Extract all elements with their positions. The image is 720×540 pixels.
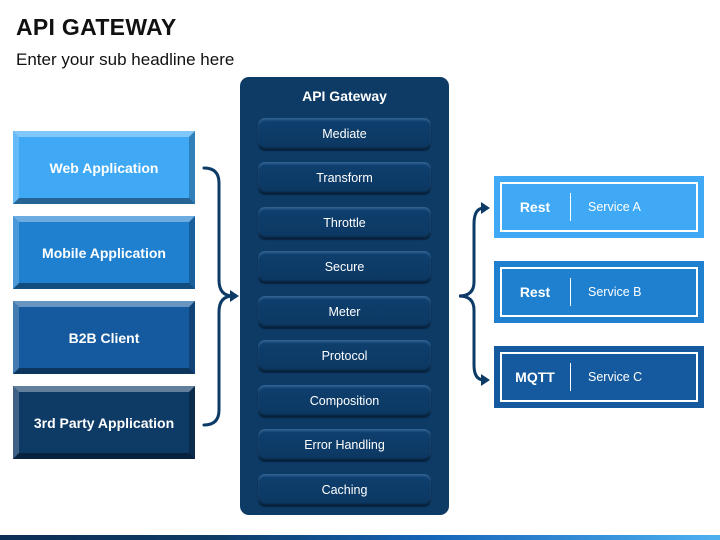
service-frame: Rest Service A (500, 182, 698, 232)
service-name: Service B (588, 285, 642, 299)
page-subtitle: Enter your sub headline here (16, 50, 235, 69)
right-arrowhead-bottom-icon (481, 374, 490, 386)
gateway-item-secure: Secure (258, 251, 431, 283)
client-label: Mobile Application (42, 244, 166, 261)
client-web-application: Web Application (13, 131, 195, 204)
service-divider (570, 278, 571, 306)
service-b: Rest Service B (494, 261, 704, 323)
gateway-title: API Gateway (302, 88, 387, 104)
client-label: Web Application (49, 159, 159, 176)
left-brace (202, 166, 234, 427)
service-name: Service A (588, 200, 641, 214)
footer-accent-bar (0, 535, 720, 540)
page-title: API GATEWAY (16, 14, 177, 40)
service-frame: Rest Service B (500, 267, 698, 317)
gateway-item-mediate: Mediate (258, 118, 431, 150)
client-third-party-application: 3rd Party Application (13, 386, 195, 459)
right-brace (458, 206, 486, 382)
service-protocol: MQTT (515, 369, 555, 385)
service-protocol: Rest (519, 284, 551, 300)
service-name: Service C (588, 370, 643, 384)
gateway-item-transform: Transform (258, 162, 431, 194)
client-b2b: B2B Client (13, 301, 195, 374)
service-divider (570, 363, 571, 391)
gateway-item-throttle: Throttle (258, 207, 431, 239)
gateway-item-error-handling: Error Handling (258, 429, 431, 461)
right-arrowhead-top-icon (481, 202, 490, 214)
left-arrowhead-icon (230, 290, 239, 302)
service-protocol: Rest (519, 199, 551, 215)
gateway-item-composition: Composition (258, 385, 431, 417)
gateway-item-meter: Meter (258, 296, 431, 328)
service-c: MQTT Service C (494, 346, 704, 408)
gateway-item-protocol: Protocol (258, 340, 431, 372)
client-mobile-application: Mobile Application (13, 216, 195, 289)
service-a: Rest Service A (494, 176, 704, 238)
client-label: B2B Client (68, 329, 140, 346)
gateway-item-caching: Caching (258, 474, 431, 506)
service-divider (570, 193, 571, 221)
service-frame: MQTT Service C (500, 352, 698, 402)
client-label: 3rd Party Application (33, 414, 175, 431)
api-gateway-panel: API Gateway Mediate Transform Throttle S… (240, 77, 449, 515)
